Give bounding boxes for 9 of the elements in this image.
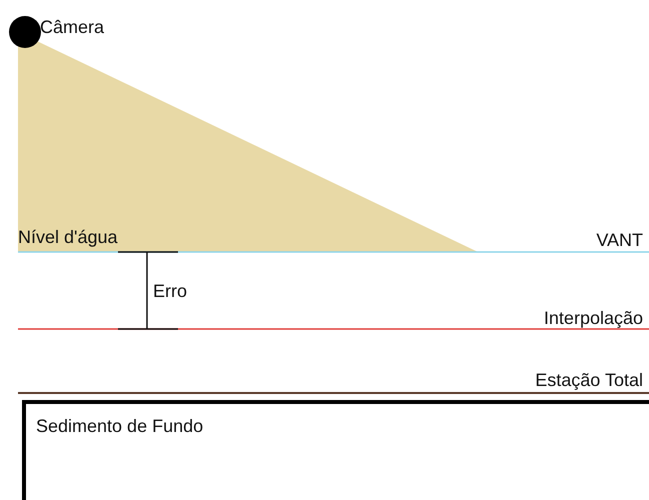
sediment-label: Sedimento de Fundo xyxy=(36,416,204,436)
camera-dot xyxy=(9,16,41,48)
interpolation-label: Interpolação xyxy=(544,308,643,328)
uav-label: VANT xyxy=(596,230,643,250)
total-station-label: Estação Total xyxy=(535,370,643,390)
water-level-label: Nível d'água xyxy=(18,227,118,247)
error-label: Erro xyxy=(153,281,188,301)
sediment-box xyxy=(22,400,649,500)
camera-label: Câmera xyxy=(40,17,104,37)
